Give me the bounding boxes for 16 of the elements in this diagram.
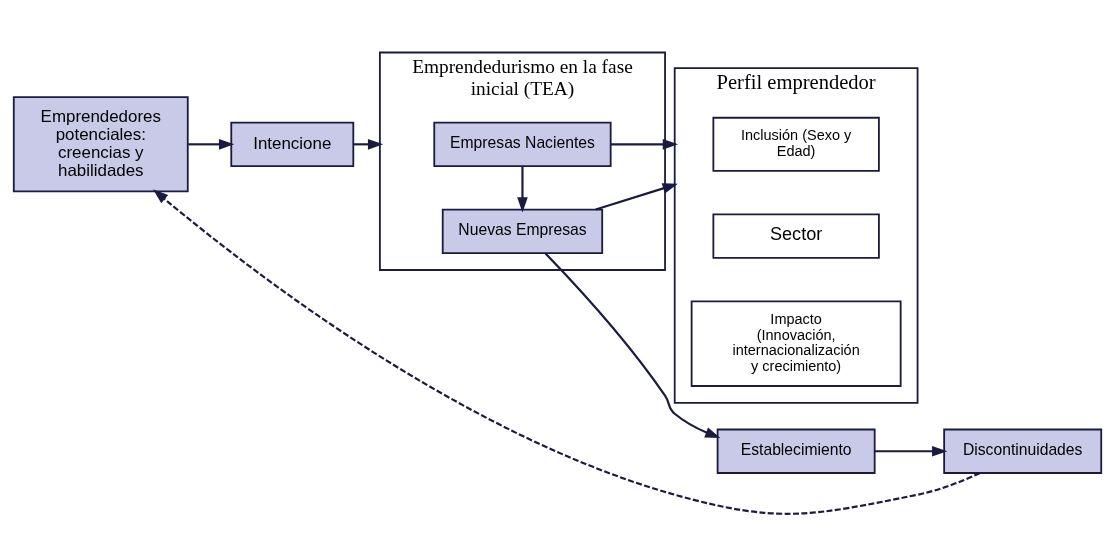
arrow bbox=[544, 252, 721, 438]
arrow bbox=[611, 138, 678, 150]
arrow bbox=[874, 445, 948, 457]
node-box: Discontinuidades bbox=[943, 428, 1103, 474]
node-box: Inclusión (Sexo y Edad) bbox=[712, 116, 880, 172]
arrow bbox=[517, 165, 528, 213]
arrow bbox=[188, 138, 235, 150]
node-box: Empresas Nacientes bbox=[433, 121, 612, 167]
node-box: Intencione bbox=[230, 121, 355, 167]
arrow bbox=[595, 182, 678, 211]
node-box: Impacto (Innovación, internacionalización y crecimiento) bbox=[690, 300, 902, 387]
node-box: Sector bbox=[712, 213, 880, 259]
node-box: Emprendedores potenciales: creencias y habilidades bbox=[12, 95, 189, 192]
node-box: Nuevas Empresas bbox=[441, 208, 604, 254]
arrow bbox=[153, 188, 981, 515]
node-box: Establecimiento bbox=[716, 428, 876, 474]
